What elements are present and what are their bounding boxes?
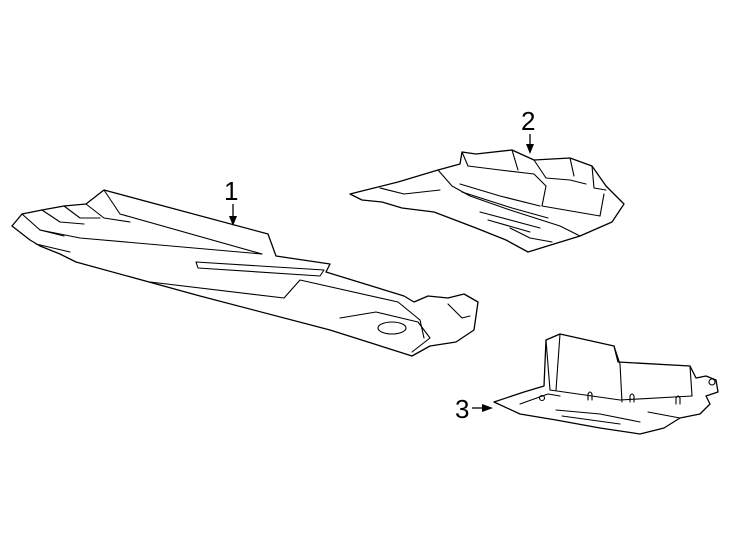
callout-1: 1 xyxy=(224,176,238,226)
callout-2: 2 xyxy=(521,106,535,154)
part-1-skid-plate xyxy=(11,189,479,357)
callout-3-number: 3 xyxy=(455,394,469,424)
callout-1-arrow xyxy=(229,216,237,226)
callout-2-number: 2 xyxy=(521,106,535,136)
callout-1-number: 1 xyxy=(224,176,238,206)
callout-3: 3 xyxy=(455,394,493,424)
part-3-shield xyxy=(493,333,719,435)
callout-3-arrow xyxy=(482,404,493,412)
part-2-transmission-skid xyxy=(349,149,625,253)
callout-2-arrow xyxy=(526,144,534,154)
